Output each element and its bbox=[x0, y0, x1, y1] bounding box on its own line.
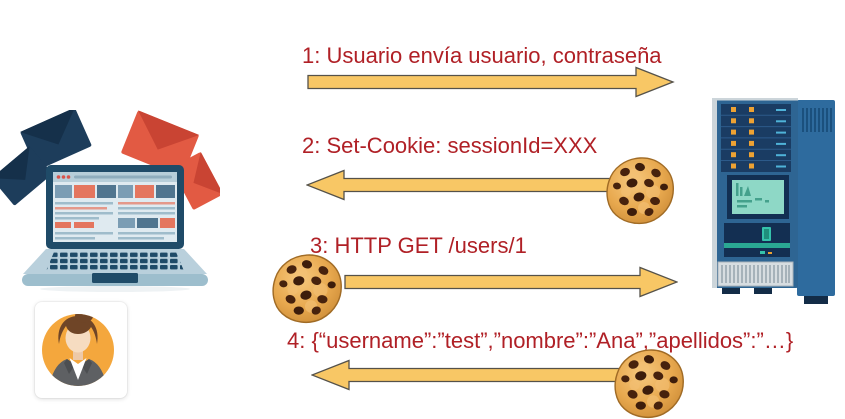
email-envelope-icon bbox=[20, 110, 92, 170]
cookie-icon bbox=[612, 347, 686, 419]
user-avatar bbox=[35, 302, 127, 398]
message-1-label: 1: Usuario envía usuario, contraseña bbox=[302, 43, 662, 68]
email-envelope-icon bbox=[171, 151, 220, 210]
email-envelope-icon bbox=[0, 146, 52, 206]
cookie-icon bbox=[604, 155, 676, 227]
client-laptop-illustration bbox=[0, 110, 220, 292]
arrow-left-icon bbox=[306, 169, 642, 201]
message-3-label: 3: HTTP GET /users/1 bbox=[310, 233, 527, 258]
arrow-right-icon bbox=[344, 266, 678, 298]
cookie-icon bbox=[270, 252, 344, 326]
server-icon bbox=[712, 98, 835, 304]
message-4-label: 4: {“username”:”test”,”nombre”:”Ana”,”ap… bbox=[287, 328, 794, 353]
arrow-right-icon bbox=[307, 66, 675, 98]
arrow-left-icon bbox=[311, 359, 656, 391]
email-envelope-icon bbox=[121, 110, 200, 178]
laptop-icon bbox=[22, 165, 208, 292]
message-2-label: 2: Set-Cookie: sessionId=XXX bbox=[302, 133, 598, 158]
